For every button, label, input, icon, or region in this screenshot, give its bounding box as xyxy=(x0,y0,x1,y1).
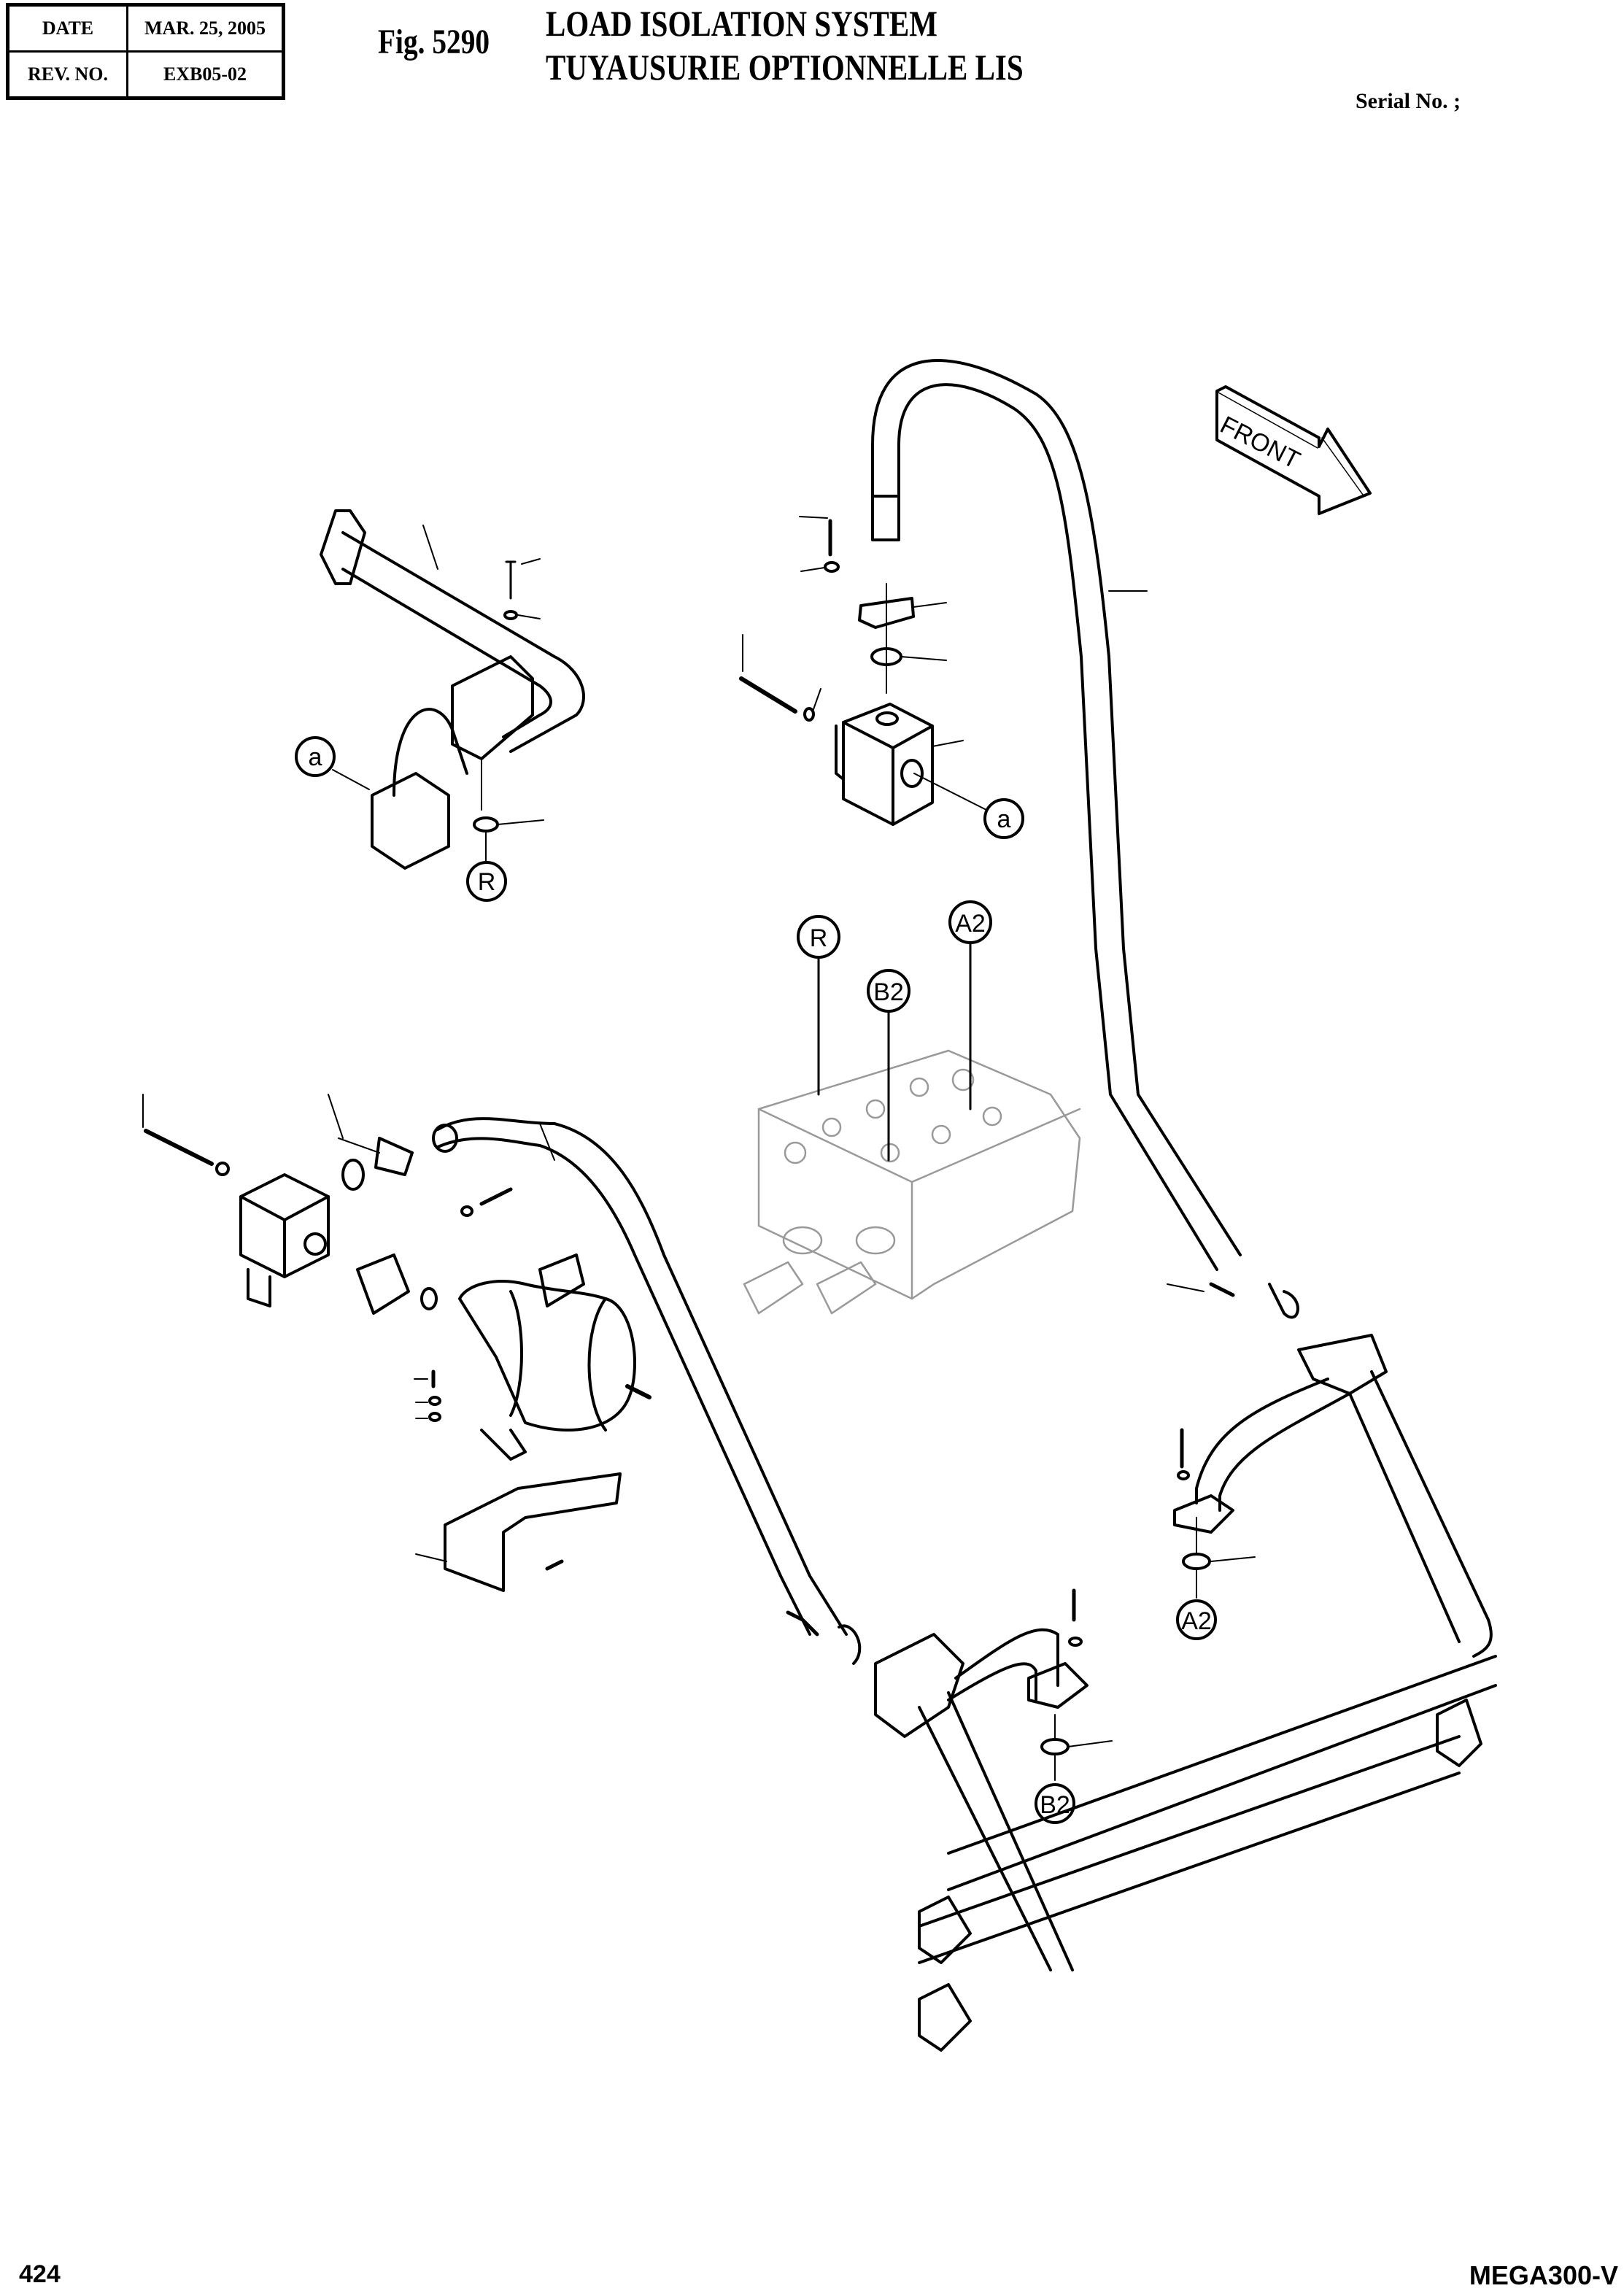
title-french: TUYAUSURIE OPTIONNELLE LIS xyxy=(546,47,1024,88)
model-name: MEGA300-V xyxy=(1469,2260,1618,2290)
callout-b2-valve: B2 xyxy=(867,969,910,1162)
figure-number: Fig. 5290 xyxy=(378,23,490,61)
callout-a2-valve: A2 xyxy=(948,900,992,1110)
callout-r-left: R xyxy=(466,861,507,902)
svg-text:R: R xyxy=(810,924,828,952)
date-value: MAR. 25, 2005 xyxy=(126,4,285,53)
valve-block-top-center xyxy=(739,516,987,826)
pipe-assembly-top-left xyxy=(320,509,585,870)
svg-text:R: R xyxy=(478,868,496,896)
front-arrow-icon: FRONT xyxy=(1215,385,1372,515)
accumulator-assembly xyxy=(142,1094,848,1636)
date-label: DATE xyxy=(7,4,128,53)
page-number: 424 xyxy=(19,2260,61,2288)
title-english: LOAD ISOLATION SYSTEM xyxy=(546,3,937,44)
rev-value: EXB05-02 xyxy=(126,50,285,99)
callout-a2-pipe: A2 xyxy=(1176,1599,1217,1640)
callout-b2-pipe: B2 xyxy=(1035,1783,1075,1824)
figure-title: LOAD ISOLATION SYSTEM TUYAUSURIE OPTIONN… xyxy=(546,1,1024,89)
revision-table: DATE MAR. 25, 2005 REV. NO. EXB05-02 xyxy=(6,3,285,100)
serial-number: Serial No. ; xyxy=(1356,89,1461,113)
rev-label: REV. NO. xyxy=(7,50,128,99)
svg-text:B2: B2 xyxy=(1040,1791,1070,1819)
hose-upper-right xyxy=(871,359,1242,1271)
svg-text:A2: A2 xyxy=(955,910,986,938)
svg-text:B2: B2 xyxy=(873,978,904,1006)
callout-a-left: a xyxy=(295,736,370,790)
callout-r-valve: R xyxy=(797,915,840,1096)
svg-text:a: a xyxy=(309,743,322,771)
callout-a-right: a xyxy=(983,798,1024,839)
svg-text:A2: A2 xyxy=(1181,1607,1212,1635)
pipe-network-right xyxy=(786,1282,1497,2052)
svg-text:a: a xyxy=(997,805,1011,833)
control-valve xyxy=(743,1049,1081,1315)
